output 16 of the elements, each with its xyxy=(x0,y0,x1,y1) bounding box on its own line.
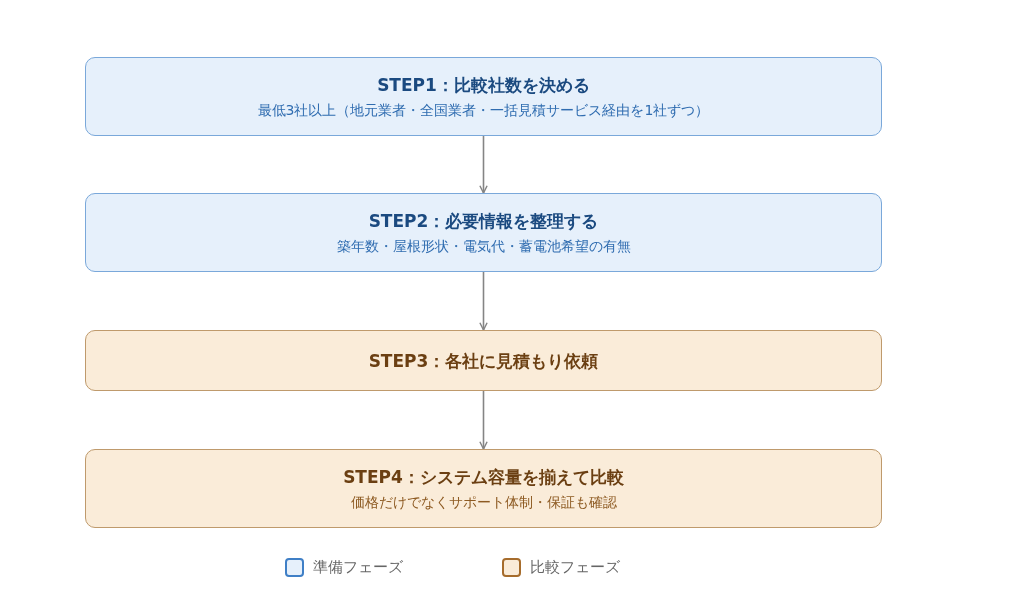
arrow xyxy=(479,390,488,450)
step-title: STEP3：各社に見積もり依頼 xyxy=(368,349,599,373)
step-title: STEP4：システム容量を揃えて比較 xyxy=(343,466,624,489)
process-box xyxy=(85,57,882,136)
step-title: STEP2：必要情報を整理する xyxy=(368,210,599,233)
process-box xyxy=(85,330,882,391)
legend-label: 比較フェーズ xyxy=(530,557,620,578)
arrow xyxy=(479,135,488,194)
step-description: 価格だけでなくサポート体制・保証も確認 xyxy=(350,493,617,512)
legend-label: 準備フェーズ xyxy=(313,557,403,578)
process-box xyxy=(85,193,882,272)
process-box xyxy=(85,449,882,528)
step-description: 最低3社以上（地元業者・全国業者・一括見積サービス経由を1社ずつ） xyxy=(257,101,710,120)
step-title: STEP1：比較社数を決める xyxy=(377,74,590,97)
arrow xyxy=(479,271,488,331)
step-description: 築年数・屋根形状・電気代・蓄電池希望の有無 xyxy=(336,237,631,256)
